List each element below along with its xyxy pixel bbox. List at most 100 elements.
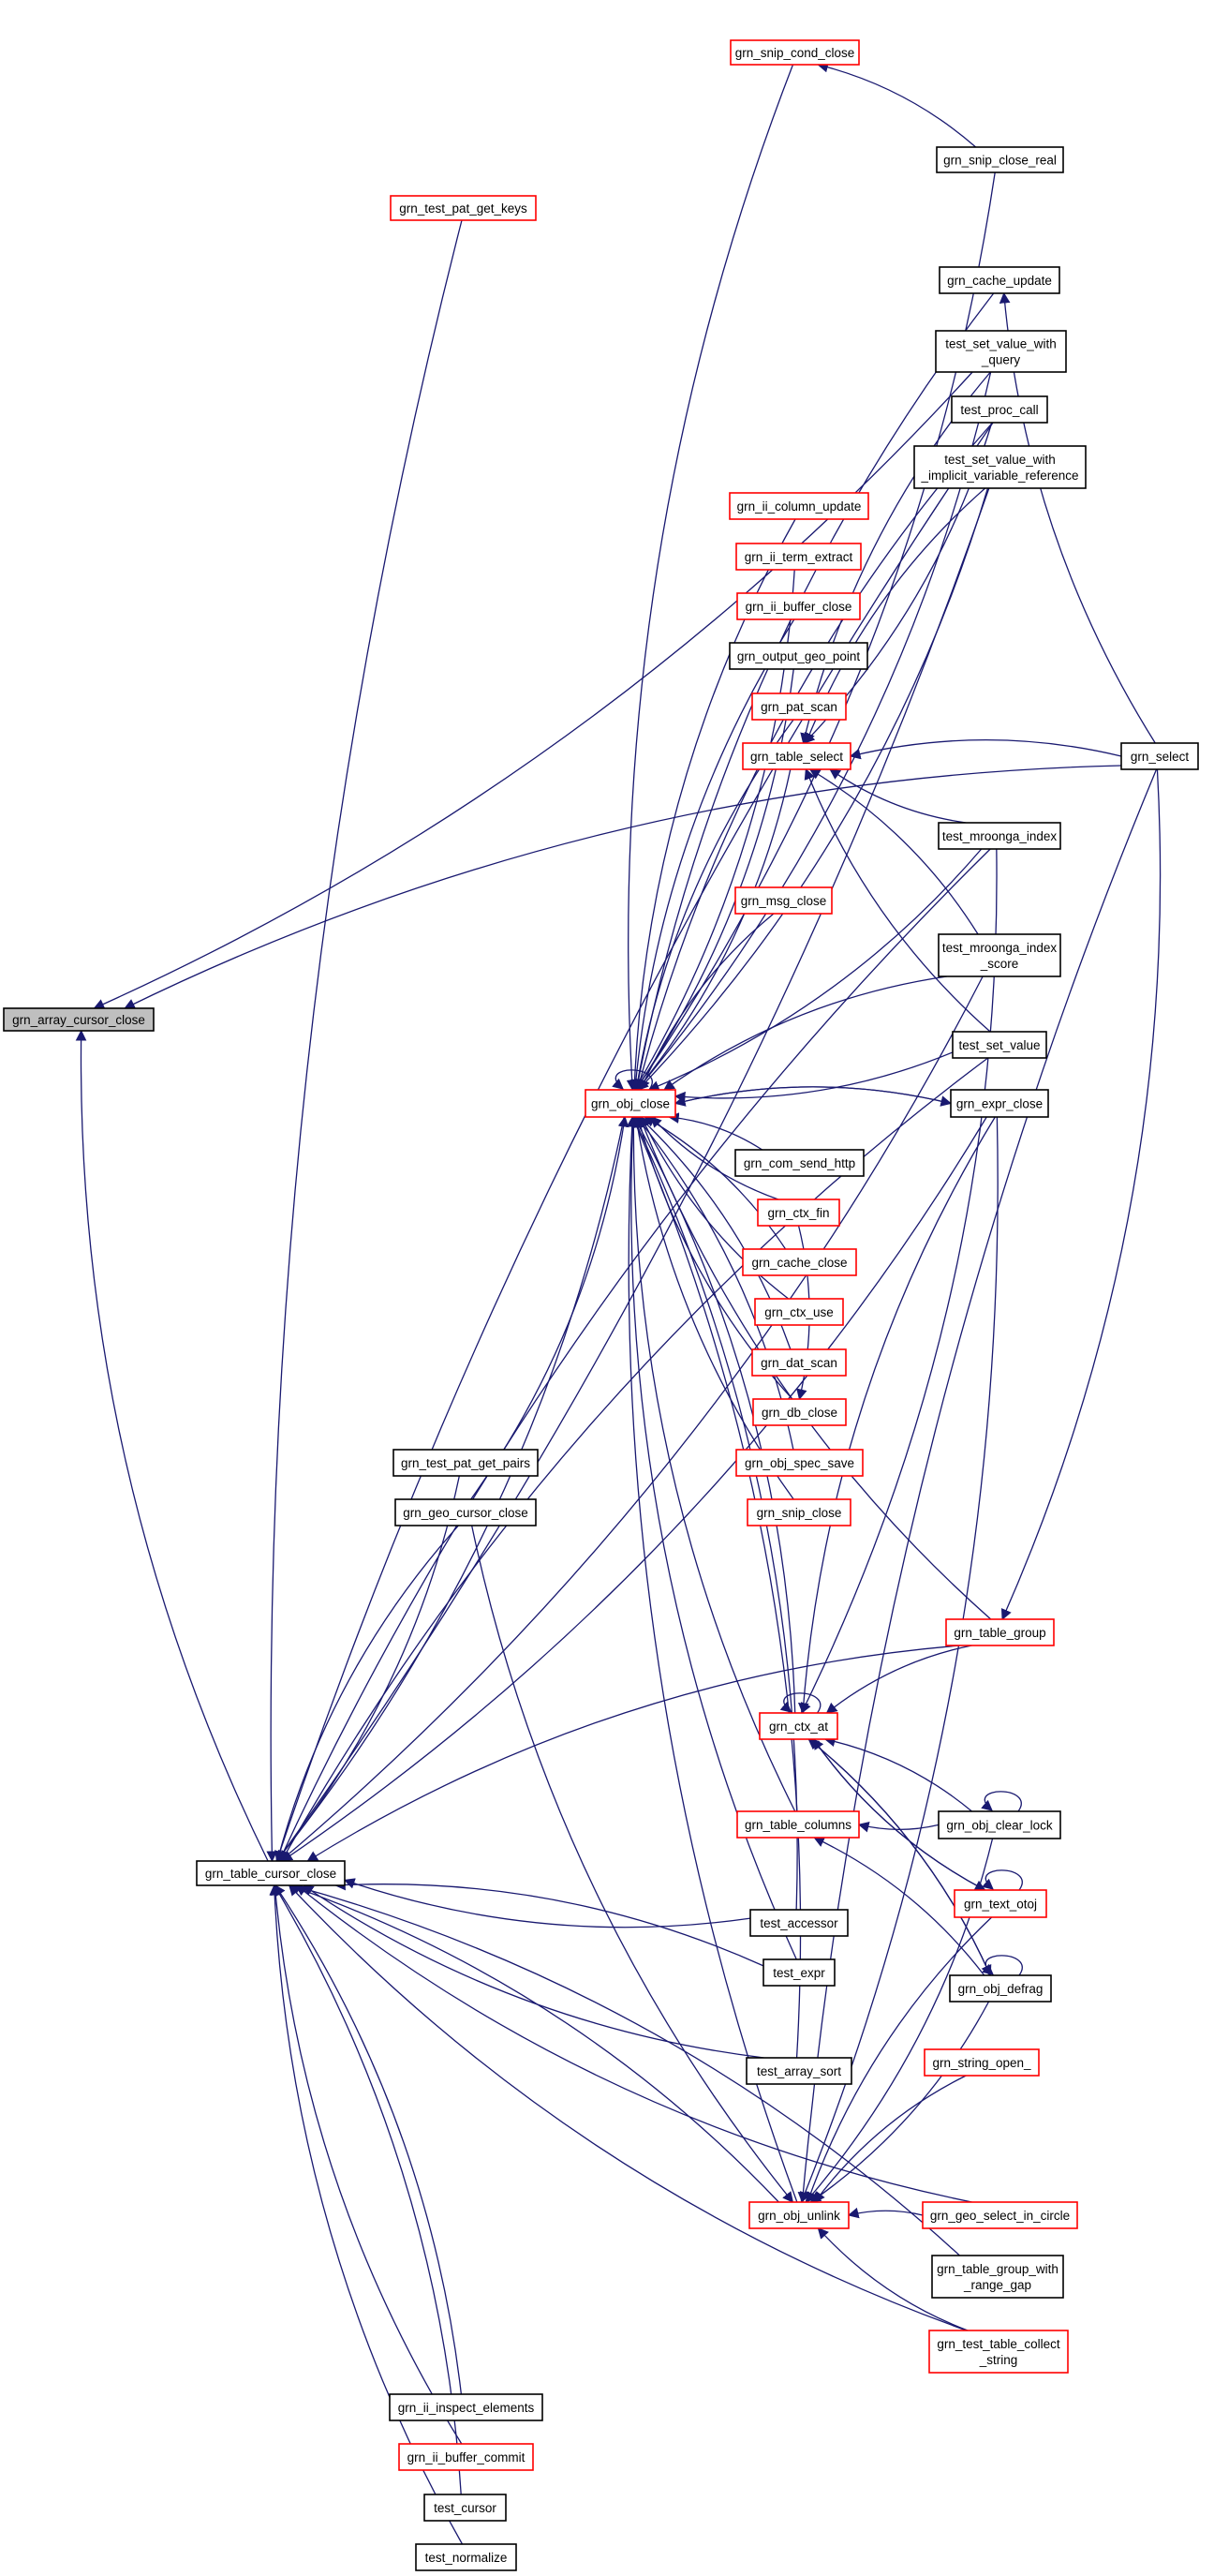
node-grn-select[interactable]: grn_select — [1120, 742, 1199, 770]
edge-grn-obj-close-to-grn-table-cursor-close — [275, 1116, 625, 1862]
edge-test-mroonga-index-score-to-grn-table-cursor-close — [279, 975, 984, 1862]
node-grn-table-group[interactable]: grn_table_group — [945, 1618, 1055, 1646]
node-box — [746, 2057, 852, 2085]
edge-grn-obj-unlink-to-grn-table-cursor-close — [288, 1883, 779, 2203]
node-grn-output-geo-point[interactable]: grn_output_geo_point — [729, 642, 868, 670]
node-label: test_mroonga_index — [942, 941, 1058, 955]
node-test-normalize[interactable]: test_normalize — [415, 2543, 517, 2571]
node-grn-ii-column-update[interactable]: grn_ii_column_update — [729, 492, 869, 520]
node-grn-cache-close[interactable]: grn_cache_close — [742, 1248, 857, 1276]
edge-grn-geo-cursor-close-to-grn-table-cursor-close — [274, 1525, 459, 1863]
node-test-cursor[interactable]: test_cursor — [423, 2494, 507, 2522]
node-grn-text-otoj[interactable]: grn_text_otoj — [954, 1889, 1047, 1918]
node-box — [423, 2494, 507, 2522]
edge-grn-table-select-to-grn-obj-close — [636, 768, 792, 1091]
edge-grn-ii-buffer-commit-to-grn-table-cursor-close — [270, 1884, 463, 2445]
edge-grn-obj-close-to-grn-obj-close — [612, 1069, 653, 1091]
edge-grn-snip-close-real-to-grn-snip-cond-close — [817, 61, 977, 148]
edge-grn-cache-update-to-grn-obj-close — [632, 292, 995, 1092]
node-grn-com-send-http[interactable]: grn_com_send_http — [734, 1149, 865, 1177]
node-test-accessor[interactable]: test_accessor — [749, 1909, 849, 1937]
node-test-set-value-with-query[interactable]: test_set_value_with_query — [935, 330, 1067, 373]
edge-layer — [75, 61, 1162, 2545]
node-box — [736, 1810, 860, 1839]
node-box — [392, 1449, 539, 1477]
node-box — [954, 1889, 1047, 1918]
node-grn-table-columns[interactable]: grn_table_columns — [736, 1810, 860, 1839]
node-grn-array-cursor-close[interactable]: grn_array_cursor_close — [3, 1007, 155, 1032]
edge-grn-select-to-grn-table-group — [1000, 768, 1162, 1621]
node-grn-ii-inspect-elements[interactable]: grn_ii_inspect_elements — [389, 2393, 543, 2421]
edge-grn-obj-defrag-to-grn-obj-defrag — [982, 1955, 1023, 1976]
node-label: grn_table_group_with — [937, 2262, 1059, 2276]
node-grn-obj-close[interactable]: grn_obj_close — [585, 1089, 676, 1118]
edge-test-proc-call-to-grn-obj-close — [634, 422, 994, 1092]
node-grn-dat-scan[interactable]: grn_dat_scan — [751, 1348, 847, 1377]
edge-grn-geo-cursor-close-to-grn-obj-unlink — [471, 1525, 794, 2203]
node-grn-snip-cond-close[interactable]: grn_snip_cond_close — [730, 39, 860, 66]
node-grn-ii-buffer-commit[interactable]: grn_ii_buffer_commit — [398, 2443, 534, 2471]
edge-grn-cache-close-to-grn-obj-close — [644, 1116, 787, 1250]
node-grn-table-select[interactable]: grn_table_select — [742, 742, 851, 770]
edge-grn-obj-clear-lock-to-grn-table-columns — [857, 1821, 940, 1833]
node-grn-geo-select-in-circle[interactable]: grn_geo_select_in_circle — [922, 2201, 1078, 2229]
node-label: test_set_value_with — [944, 453, 1056, 467]
node-test-array-sort[interactable]: test_array_sort — [746, 2057, 852, 2085]
node-label: test_cursor — [434, 2501, 496, 2515]
node-grn-cache-update[interactable]: grn_cache_update — [939, 266, 1060, 294]
edge-grn-test-table-collect-string-to-grn-obj-unlink — [817, 2227, 969, 2331]
node-box — [754, 1298, 844, 1326]
node-grn-geo-cursor-close[interactable]: grn_geo_cursor_close — [394, 1498, 537, 1526]
node-box — [938, 1810, 1061, 1839]
node-label: grn_obj_defrag — [958, 1982, 1044, 1996]
node-box — [757, 1199, 840, 1227]
node-grn-db-close[interactable]: grn_db_close — [752, 1398, 847, 1426]
node-grn-ctx-at[interactable]: grn_ctx_at — [759, 1712, 838, 1740]
node-label: _string — [979, 2353, 1018, 2367]
node-grn-pat-scan[interactable]: grn_pat_scan — [751, 692, 847, 721]
node-grn-test-pat-get-pairs[interactable]: grn_test_pat_get_pairs — [392, 1449, 539, 1477]
node-grn-expr-close[interactable]: grn_expr_close — [950, 1089, 1049, 1118]
edge-test-set-value-to-grn-table-select — [804, 767, 991, 1033]
node-grn-ctx-use[interactable]: grn_ctx_use — [754, 1298, 844, 1326]
node-grn-snip-close[interactable]: grn_snip_close — [747, 1498, 851, 1526]
node-grn-snip-close-real[interactable]: grn_snip_close_real — [936, 146, 1064, 173]
node-grn-obj-unlink[interactable]: grn_obj_unlink — [748, 2201, 850, 2229]
edge-grn-ctx-at-to-grn-text-otoj — [812, 1738, 986, 1891]
node-test-mroonga-index[interactable]: test_mroonga_index — [938, 822, 1061, 850]
node-grn-test-pat-get-keys[interactable]: grn_test_pat_get_keys — [390, 195, 537, 221]
edge-grn-text-otoj-to-grn-obj-unlink — [806, 1916, 993, 2204]
node-test-set-value-with-implicit-variable-reference[interactable]: test_set_value_with _implicit_variable_re… — [913, 445, 1087, 489]
node-label: test_mroonga_index — [942, 829, 1058, 843]
node-box — [949, 1974, 1052, 2003]
node-grn-ii-term-extract[interactable]: grn_ii_term_extract — [735, 543, 862, 571]
node-test-proc-call[interactable]: test_proc_call — [951, 395, 1048, 424]
node-grn-obj-spec-save[interactable]: grn_obj_spec_save — [735, 1449, 864, 1477]
node-box — [938, 822, 1061, 850]
node-box — [922, 2201, 1078, 2229]
edge-grn-test-pat-get-pairs-to-grn-table-cursor-close — [275, 1475, 460, 1862]
node-grn-obj-defrag[interactable]: grn_obj_defrag — [949, 1974, 1052, 2003]
node-box — [1120, 742, 1199, 770]
node-grn-msg-close[interactable]: grn_msg_close — [734, 886, 833, 915]
node-box — [950, 1089, 1049, 1118]
edge-grn-obj-defrag-to-grn-table-columns — [813, 1837, 985, 1976]
node-grn-ctx-fin[interactable]: grn_ctx_fin — [757, 1199, 840, 1227]
node-grn-test-table-collect-string[interactable]: grn_test_table_collect_string — [928, 2330, 1069, 2374]
node-box — [931, 2255, 1064, 2299]
node-test-mroonga-index-score[interactable]: test_mroonga_index_score — [938, 933, 1061, 977]
node-test-set-value[interactable]: test_set_value — [952, 1031, 1047, 1059]
node-label: _implicit_variable_reference — [920, 469, 1078, 483]
node-grn-ii-buffer-close[interactable]: grn_ii_buffer_close — [736, 592, 861, 620]
node-grn-string-open[interactable]: grn_string_open_ — [924, 2048, 1040, 2077]
node-box — [913, 445, 1087, 489]
edge-grn-ctx-at-to-grn-obj-defrag — [807, 1738, 992, 1977]
node-box — [748, 2201, 850, 2229]
edge-grn-ctx-use-to-grn-obj-close — [640, 1115, 790, 1300]
node-grn-table-cursor-close[interactable]: grn_table_cursor_close — [196, 1860, 346, 1886]
edge-grn-ii-buffer-close-to-grn-obj-close — [630, 618, 795, 1092]
node-box — [742, 1248, 857, 1276]
node-test-expr[interactable]: test_expr — [762, 1958, 836, 1987]
node-grn-table-group-with-range-gap[interactable]: grn_table_group_with_range_gap — [931, 2255, 1064, 2299]
node-grn-obj-clear-lock[interactable]: grn_obj_clear_lock — [938, 1810, 1061, 1839]
